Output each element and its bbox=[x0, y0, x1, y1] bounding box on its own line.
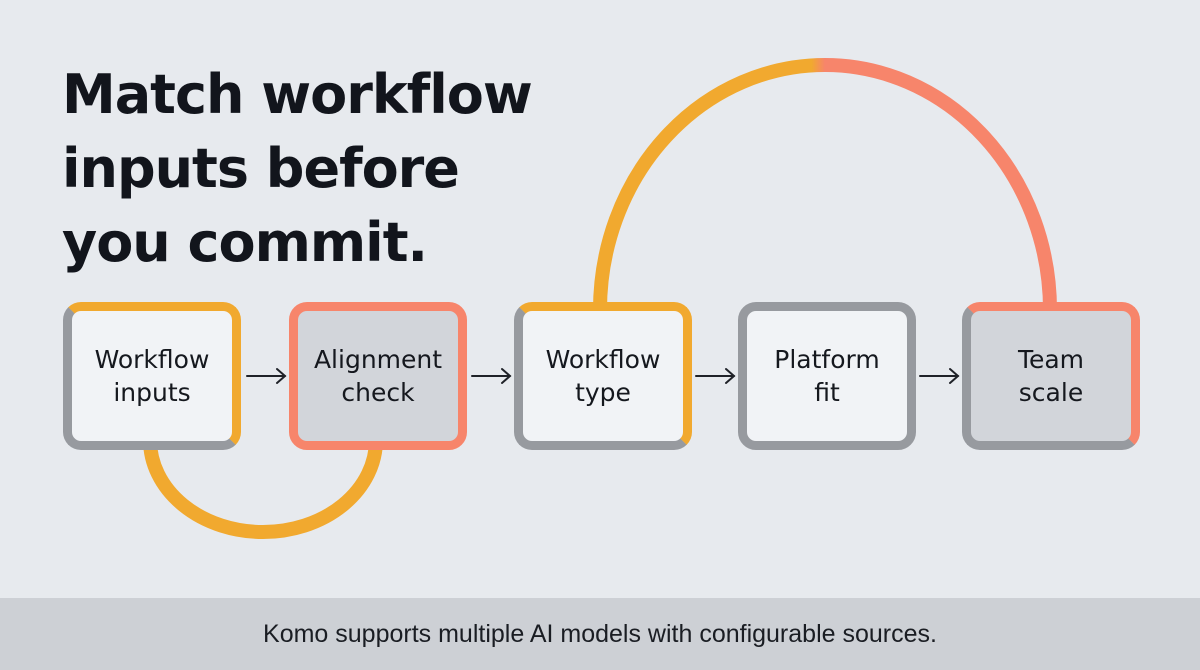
headline: Match workflow inputs before you commit. bbox=[62, 58, 533, 280]
node-workflow-type-line2: type bbox=[575, 378, 631, 407]
loop-arc-bottom bbox=[143, 433, 383, 539]
footer-bar: Komo supports multiple AI models with co… bbox=[0, 598, 1200, 670]
node-workflow-inputs-line1: Workflow bbox=[94, 345, 210, 374]
arrow-1 bbox=[246, 368, 287, 384]
node-alignment-check: Alignment check bbox=[289, 302, 467, 450]
footer-text: Komo supports multiple AI models with co… bbox=[263, 619, 937, 648]
node-platform-fit-line2: fit bbox=[814, 378, 840, 407]
headline-line-3: you commit. bbox=[62, 211, 428, 274]
loop-arc-top bbox=[593, 58, 1057, 317]
node-team-scale-line1: Team bbox=[1017, 345, 1085, 374]
headline-line-2: inputs before bbox=[62, 137, 460, 200]
node-workflow-inputs-line2: inputs bbox=[113, 378, 191, 407]
node-team-scale-line2: scale bbox=[1018, 378, 1084, 407]
node-platform-fit-line1: Platform bbox=[774, 345, 880, 374]
headline-line-1: Match workflow bbox=[62, 63, 533, 126]
node-alignment-check-line2: check bbox=[341, 378, 415, 407]
node-team-scale: Team scale bbox=[962, 302, 1140, 450]
node-workflow-inputs: Workflow inputs bbox=[63, 302, 241, 450]
node-workflow-type-line1: Workflow bbox=[545, 345, 661, 374]
arrow-3 bbox=[695, 368, 736, 384]
arrow-2 bbox=[471, 368, 512, 384]
node-workflow-type: Workflow type bbox=[514, 302, 692, 450]
arrow-4 bbox=[919, 368, 960, 384]
node-alignment-check-line1: Alignment bbox=[313, 345, 443, 374]
node-platform-fit: Platform fit bbox=[738, 302, 916, 450]
